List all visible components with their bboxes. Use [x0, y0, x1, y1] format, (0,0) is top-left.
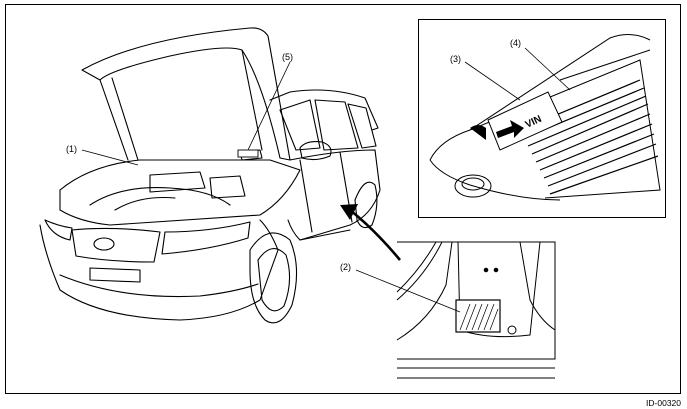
sill-detail-callouts: (2): [340, 262, 461, 313]
car-body-side: [287, 149, 381, 241]
callout-1: (1): [66, 144, 77, 154]
rear-wheel: [354, 181, 378, 229]
door-sill-detail: [396, 241, 556, 360]
front-grille: [71, 227, 161, 263]
side-mirror: [299, 141, 332, 161]
sill-dot-1: [483, 267, 489, 273]
vin-label-sticker: [455, 299, 501, 333]
sill-arrow-head: [340, 204, 358, 220]
vin-label-hatch: [459, 303, 499, 331]
sill-dot-2: [493, 267, 499, 273]
oil-filler-cap: [454, 174, 492, 198]
vin-arrow-icon: [496, 120, 524, 138]
hood-latch-plate: [237, 149, 259, 158]
front-wheel: [249, 232, 298, 324]
callout-3: (3): [450, 54, 461, 64]
callout-2: (2): [340, 262, 351, 272]
sill-hole: [507, 325, 517, 335]
vin-plate: VIN: [470, 91, 563, 151]
sill-baselines: [397, 367, 555, 379]
car-callouts: (1) (5): [66, 52, 293, 166]
callout-4: (4): [510, 38, 521, 48]
license-plate: [89, 267, 141, 283]
brand-emblem: [93, 237, 115, 251]
figure-id: ID-00320: [646, 398, 681, 408]
open-hood: [81, 27, 291, 161]
roof: [269, 89, 379, 131]
callout-5: (5): [282, 52, 293, 62]
headlamp-right: [161, 221, 251, 255]
front-bumper: [39, 219, 279, 321]
engine-bay: [59, 159, 301, 226]
engine-detail-callouts: (3) (4): [450, 38, 571, 101]
car-illustration: [39, 27, 381, 324]
figure-frame: [5, 4, 681, 394]
sill-arrow: [349, 208, 401, 261]
vin-plate-tab: [470, 125, 486, 140]
headlamp-left: [44, 219, 73, 241]
